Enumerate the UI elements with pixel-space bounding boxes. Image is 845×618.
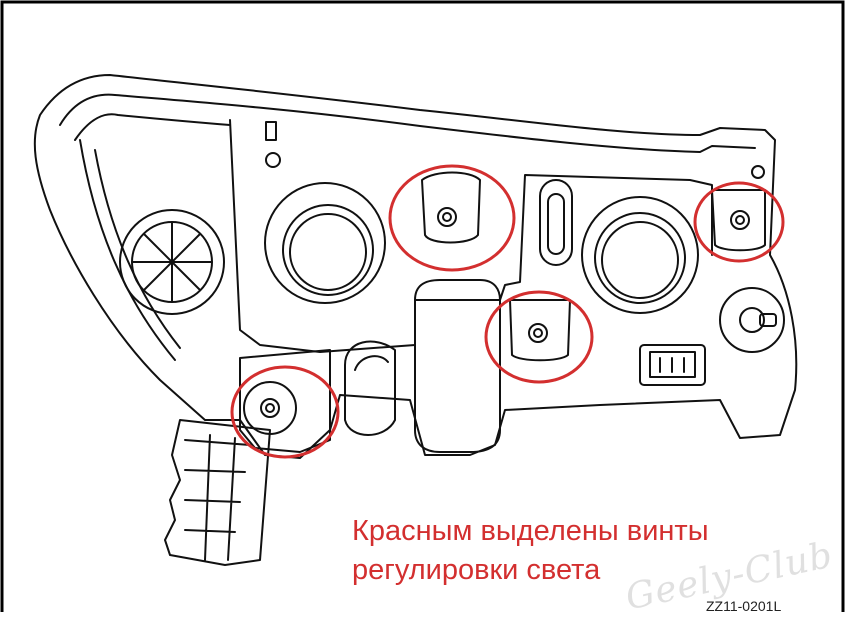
caption: Красным выделены винты регулировки света bbox=[352, 512, 812, 590]
housing-outline bbox=[33, 74, 798, 459]
part-number: ZZ11-0201L bbox=[706, 598, 782, 614]
adjuster-housing-4 bbox=[239, 349, 331, 453]
adjuster-housing-2 bbox=[509, 299, 571, 362]
adjuster-screw-3 bbox=[730, 210, 750, 230]
lamp-socket-right-core bbox=[601, 221, 679, 299]
adjuster-screw-4-base bbox=[243, 381, 297, 435]
lamp-socket-left-core bbox=[289, 213, 367, 291]
mounting-bracket bbox=[164, 419, 271, 566]
adjuster-housing-1 bbox=[421, 171, 481, 244]
lamp-socket-left bbox=[264, 182, 386, 304]
bolt bbox=[751, 165, 765, 179]
mounting-panel bbox=[229, 119, 713, 353]
bulb-socket-small bbox=[719, 287, 785, 353]
highlight-circle bbox=[693, 181, 785, 263]
adjuster-screw-1 bbox=[437, 207, 457, 227]
highlight-group bbox=[230, 164, 785, 459]
caption-line-2: регулировки света bbox=[352, 554, 601, 586]
lamp-socket-left-ring bbox=[282, 204, 374, 296]
side-rail-inner bbox=[94, 149, 181, 349]
elbow-vent bbox=[344, 340, 396, 436]
center-plug bbox=[414, 279, 501, 453]
lamp-socket-right-ring bbox=[594, 212, 686, 304]
highlight-circle bbox=[230, 365, 340, 459]
connector bbox=[639, 344, 706, 386]
side-rail bbox=[79, 139, 176, 361]
adjuster-housing-3 bbox=[711, 189, 766, 252]
clip bbox=[265, 121, 277, 141]
vent-cap bbox=[119, 209, 225, 315]
highlight-circle bbox=[388, 164, 516, 272]
slot bbox=[539, 179, 573, 266]
highlight-circle bbox=[484, 290, 594, 384]
lamp-socket-right bbox=[581, 196, 699, 314]
adjuster-screw-2 bbox=[528, 323, 548, 343]
adjuster-screw-4 bbox=[260, 398, 280, 418]
caption-line-1: Красным выделены винты bbox=[352, 515, 709, 547]
bolt bbox=[265, 152, 281, 168]
housing-inner-contour bbox=[59, 93, 756, 153]
